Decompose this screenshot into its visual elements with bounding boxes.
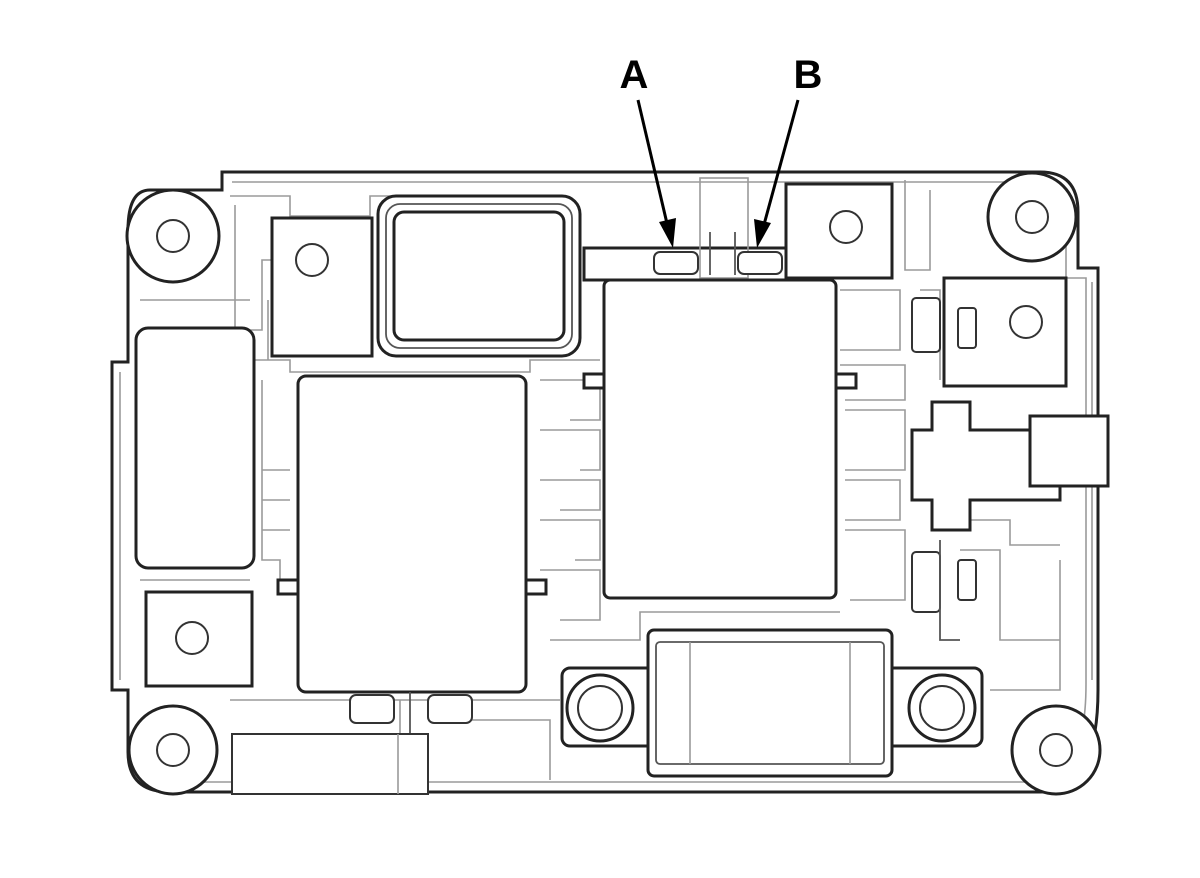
relay-bottom-left (144, 590, 254, 688)
bolt-terminal-right (907, 673, 977, 743)
fuse-left-tall (134, 326, 256, 570)
relay-center-left (276, 374, 548, 780)
right-connector-middle (910, 400, 1110, 532)
callout-label-a: A (620, 53, 649, 97)
relay-top-left (270, 216, 374, 358)
fuse-block-top (376, 194, 582, 358)
relay-center-right (582, 278, 858, 600)
relay-top-right (784, 182, 894, 280)
bolt-terminal-left (565, 673, 635, 743)
callout-arrow-b (754, 99, 800, 248)
fuse-bottom-main (560, 628, 984, 778)
right-connector-bottom (911, 540, 977, 641)
mounting-hole-bottom-right (1010, 704, 1102, 796)
callout-label-b: B (794, 53, 823, 97)
mounting-hole-bottom-left (127, 704, 219, 796)
board-traces (140, 180, 1061, 780)
right-connector-top (911, 276, 1068, 388)
callout-arrow-a (636, 99, 676, 248)
mounting-hole-top-right (986, 171, 1078, 263)
mounting-hole-top-left (125, 188, 221, 284)
bottom-strip (231, 733, 429, 795)
